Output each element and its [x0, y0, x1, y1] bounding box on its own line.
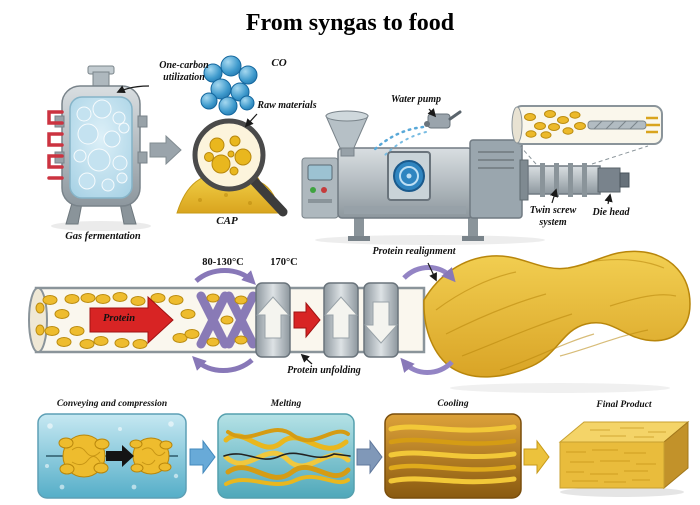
down-flow-arrow	[363, 301, 399, 344]
temp-zone-1-label: 80-130°C	[202, 257, 244, 268]
rotation-arrow-bottom	[192, 356, 254, 373]
die-head-pointer	[604, 193, 613, 205]
stage-panel-conveying	[37, 413, 187, 499]
exit-rotation-arrow-top	[402, 265, 456, 283]
protein-unfolding-label: Protein unfolding	[287, 365, 361, 376]
final-product-label: Final Product	[596, 400, 652, 410]
up-flow-arrow-2	[323, 296, 359, 339]
stage-arrow-2	[356, 439, 383, 475]
rotation-arrow-top	[194, 268, 256, 285]
extruder-machine	[301, 110, 630, 245]
fermentation-tank	[47, 65, 151, 231]
extrusion-barrel	[28, 268, 426, 373]
melting-stage-label: Melting	[270, 399, 302, 409]
one-carbon-label: One-carbon utilization	[159, 60, 209, 83]
exit-rotation-arrow-bottom	[400, 357, 454, 375]
cap-particles-screws	[206, 293, 248, 347]
twin-screw-pointer	[550, 188, 559, 204]
water-pump-pointer	[427, 108, 437, 118]
page-title: From syngas to food	[245, 10, 455, 36]
annotation-arrows	[116, 85, 613, 365]
product-fiber-texture	[566, 427, 666, 483]
temp-zone-2-label: 170°C	[270, 257, 298, 268]
raw-materials-pointer	[244, 113, 258, 128]
panel-bubbles	[45, 421, 179, 490]
start-button	[310, 187, 316, 193]
co-label: CO	[271, 57, 287, 69]
stop-button	[321, 187, 327, 193]
raw-materials-label: Raw materials	[257, 100, 317, 111]
unfolding-pointer	[300, 353, 313, 365]
cooling-stage-label: Cooling	[437, 399, 469, 409]
final-product-block	[558, 420, 690, 497]
extrudate	[423, 250, 691, 393]
protein-flow-arrow	[89, 295, 174, 345]
stage-arrow-3	[523, 439, 550, 475]
cooling-coil	[47, 110, 64, 180]
fermentation-bubbles	[73, 99, 130, 192]
protein-blobs	[58, 434, 173, 478]
die-head-label: Die head	[592, 207, 630, 218]
cap-particles-zoom	[204, 135, 252, 176]
flow-arrow-mid	[293, 301, 321, 339]
up-flow-arrow-1	[255, 296, 291, 339]
kneading-screws	[196, 291, 258, 349]
barrel-tube	[527, 165, 601, 195]
die-head	[597, 167, 621, 193]
barrel-zoom-inset	[511, 105, 663, 165]
control-screen	[307, 164, 333, 181]
stage-panel-cooling	[384, 413, 522, 499]
cap-label: CAP	[216, 215, 238, 227]
cap-particles-barrel	[35, 292, 200, 349]
realignment-pointer	[427, 262, 437, 282]
flow-arrow-tank-to-cap	[149, 134, 182, 166]
water-pump	[372, 110, 462, 157]
one-carbon-pointer	[116, 85, 150, 93]
twin-screw-label: Twin screw system	[529, 205, 577, 228]
stage-panel-melting	[217, 413, 355, 499]
co-molecules	[200, 55, 258, 116]
compression-arrow	[106, 445, 134, 467]
inset-cap-particles	[524, 110, 586, 139]
stage-arrow-1	[189, 439, 216, 475]
magnifier	[192, 118, 288, 217]
gas-fermentation-label: Gas fermentation	[65, 231, 141, 242]
protein-label: Protein	[102, 313, 136, 324]
water-spray	[372, 125, 425, 152]
water-pump-label: Water pump	[390, 94, 442, 105]
fiber-texture	[435, 258, 677, 371]
unfolded-chain	[223, 452, 351, 460]
conveying-stage-label: Conveying and compression	[56, 399, 168, 409]
protein-realignment-label: Protein realignment	[372, 246, 456, 257]
